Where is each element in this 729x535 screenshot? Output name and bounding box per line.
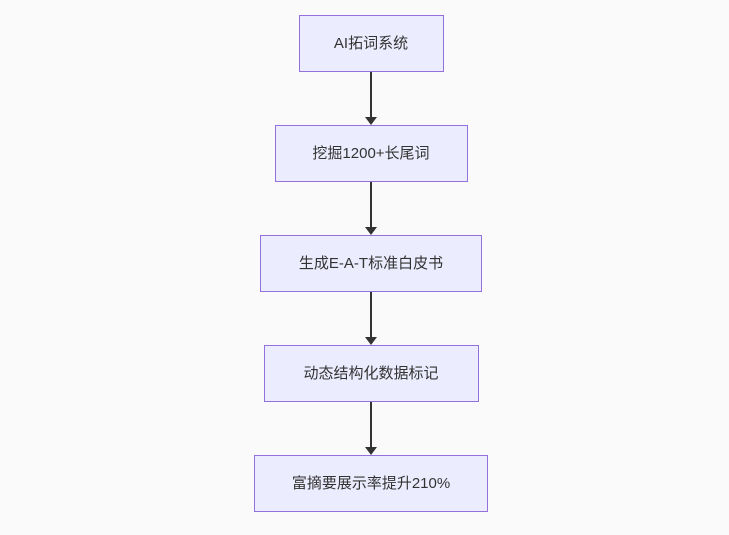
flow-node-label: 富摘要展示率提升210% (291, 475, 451, 492)
arrow-down-icon (365, 292, 377, 345)
arrow-head-icon (365, 117, 377, 125)
flow-node-label: 动态结构化数据标记 (303, 365, 439, 382)
flowchart: AI拓词系统 挖掘1200+长尾词 生成E-A-T标准白皮书 动态结构化数据标记… (254, 15, 488, 512)
flow-node-longtail-keywords: 挖掘1200+长尾词 (274, 125, 468, 182)
arrow-head-icon (365, 227, 377, 235)
arrow-head-icon (365, 337, 377, 345)
arrow-down-icon (365, 402, 377, 455)
flow-node-ai-system: AI拓词系统 (298, 15, 444, 72)
flow-node-label: 挖掘1200+长尾词 (312, 145, 430, 162)
arrow-shaft (370, 182, 372, 228)
arrow-shaft (370, 402, 372, 448)
flow-node-label: AI拓词系统 (333, 35, 409, 52)
arrow-shaft (370, 292, 372, 338)
arrow-down-icon (365, 182, 377, 235)
arrow-shaft (370, 72, 372, 118)
flow-node-structured-data: 动态结构化数据标记 (263, 345, 479, 402)
flow-node-label: 生成E-A-T标准白皮书 (298, 255, 444, 272)
flow-node-rich-snippet-result: 富摘要展示率提升210% (254, 455, 488, 512)
flow-node-eat-whitepaper: 生成E-A-T标准白皮书 (260, 235, 482, 292)
arrow-down-icon (365, 72, 377, 125)
arrow-head-icon (365, 447, 377, 455)
